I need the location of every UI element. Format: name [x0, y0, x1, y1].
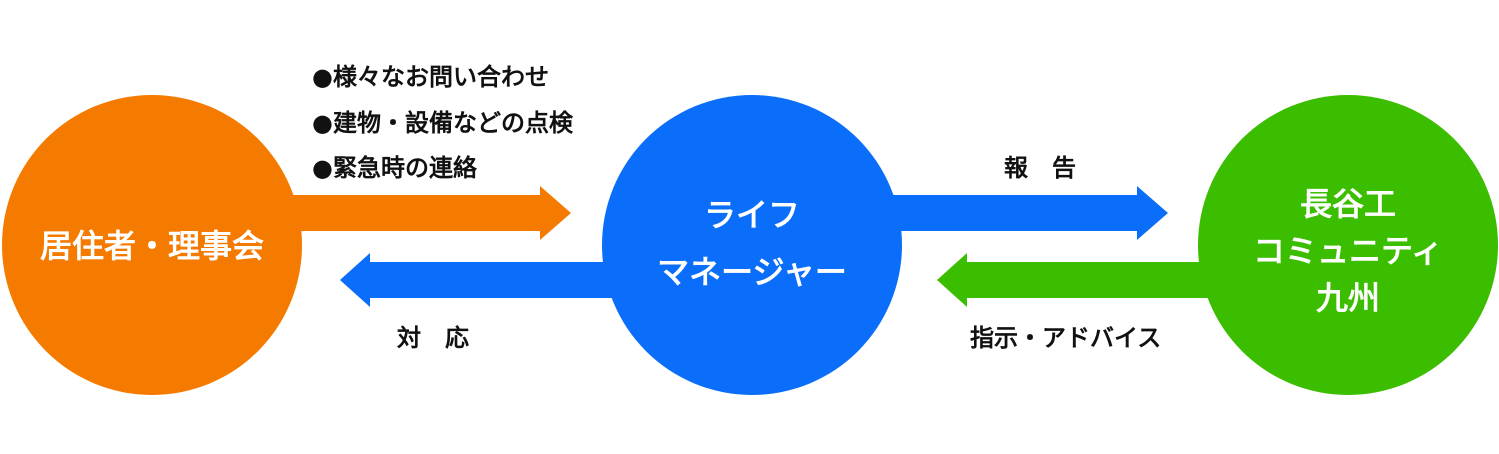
arrow-manager-to-hasegawa — [880, 186, 1168, 240]
instruction-label: 指示・アドバイス — [970, 324, 1161, 352]
hasegawa-label-line3: 九州 — [1316, 279, 1380, 317]
life-manager-circle — [602, 95, 902, 395]
arrow-manager-to-residents — [340, 253, 620, 307]
hasegawa-circle — [1198, 95, 1498, 395]
residents-label: 居住者・理事会 — [40, 227, 264, 265]
arrow-hasegawa-to-manager — [937, 253, 1215, 307]
arrow-residents-to-manager — [280, 186, 571, 240]
inquiries-item: ●建物・設備などの点検 — [312, 109, 574, 137]
hasegawa-label-line1: 長谷工 — [1300, 185, 1396, 223]
hasegawa-label-line2: コミュニティ — [1253, 232, 1443, 270]
response-label: 対 応 — [397, 324, 469, 352]
life-manager-label-line1: ライフ — [704, 196, 800, 234]
report-label: 報 告 — [1004, 154, 1076, 182]
inquiries-item: ●様々なお問い合わせ — [312, 63, 549, 91]
inquiries-item: ●緊急時の連絡 — [312, 154, 478, 182]
life-manager-label-line2: マネージャー — [657, 253, 847, 291]
residents-circle — [2, 95, 302, 395]
